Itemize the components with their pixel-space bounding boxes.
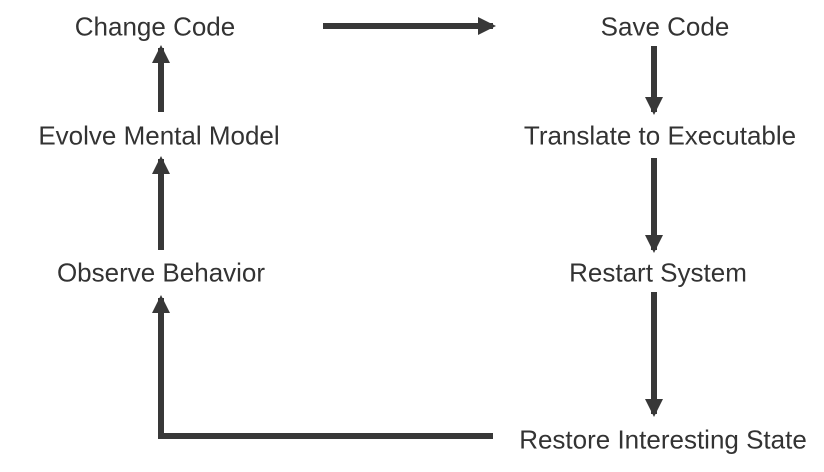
node-restore-interesting-state: Restore Interesting State <box>519 424 807 455</box>
node-save-code: Save Code <box>600 11 730 42</box>
node-observe-behavior: Observe Behavior <box>56 257 266 288</box>
node-evolve-mental-model: Evolve Mental Model <box>38 120 280 151</box>
arrow-restore-to-observe-icon <box>152 295 493 439</box>
node-change-code: Change Code <box>74 11 236 42</box>
node-translate-to-executable: Translate to Executable <box>523 120 797 151</box>
node-restart-system: Restart System <box>569 257 747 288</box>
